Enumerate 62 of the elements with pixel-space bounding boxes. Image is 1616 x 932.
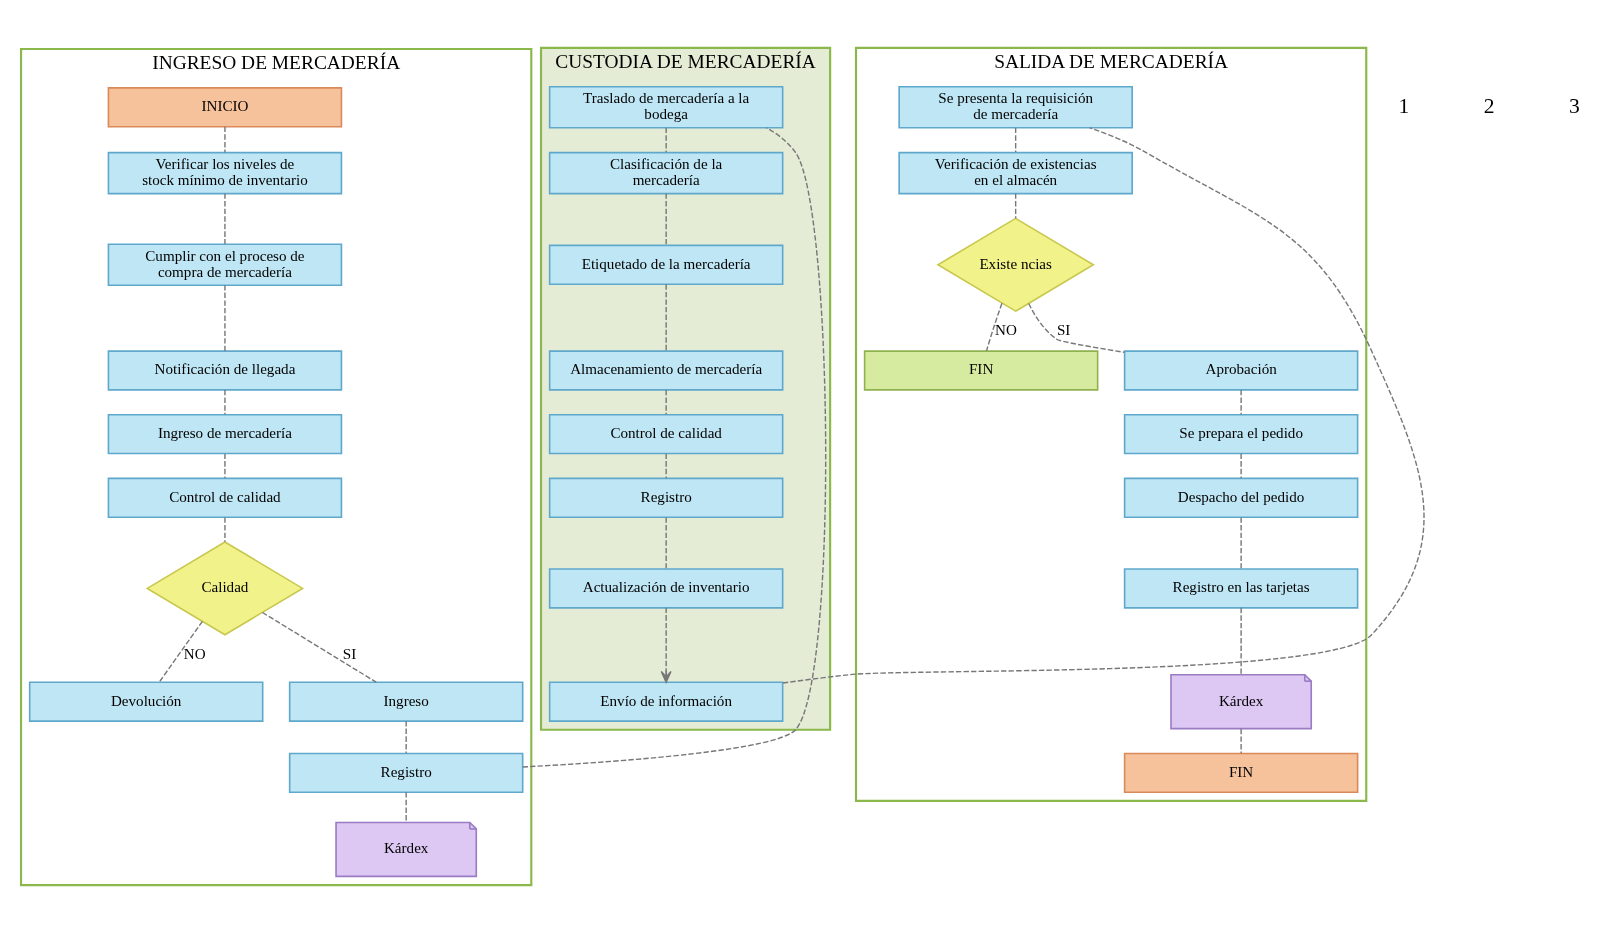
node-diamond: Existe ncias (936, 216, 1095, 312)
label: 3 (1569, 93, 1580, 118)
node-box: Ingreso (288, 680, 524, 722)
edge-label: NO (183, 645, 206, 662)
connector (1240, 606, 1242, 675)
node-box: Clasificación de la mercadería (548, 151, 784, 194)
node-box: Traslado de mercadería a la bodega (548, 85, 784, 129)
node-box: Aprobación (1123, 349, 1359, 391)
node-box: Registro (288, 752, 524, 793)
label: 2 (1483, 93, 1495, 118)
label: 1 (1398, 93, 1410, 118)
node-box: Registro en las tarjetas (1123, 567, 1359, 609)
node-box: Se prepara el pedido (1123, 413, 1359, 454)
connector (405, 720, 407, 754)
node-box: Registro (548, 477, 784, 518)
connector (261, 611, 377, 683)
node-box: Devolución (28, 680, 264, 722)
node-box: Actualización de inventario (548, 567, 784, 609)
connector (158, 620, 204, 683)
node-box: Cumplir con el proceso de compra de mercadería (107, 242, 343, 286)
connector (665, 388, 667, 415)
node-box: Se presenta la requisición de mercadería (898, 85, 1133, 129)
connector (1240, 516, 1242, 570)
node-box: FIN (863, 349, 1099, 391)
node-box: Verificación de existencias en el almacén (898, 151, 1133, 194)
connector (1028, 302, 1126, 353)
node-box: INICIO (107, 86, 343, 127)
edge-label: SI (342, 645, 357, 662)
node-box: Despacho del pedido (1123, 477, 1359, 518)
connector (522, 126, 827, 768)
node-box: Control de calidad (548, 413, 784, 454)
node-box: Almacenamiento de mercadería (548, 349, 784, 391)
connector (782, 126, 1425, 684)
connector (224, 284, 226, 352)
node-box: Envío de información (548, 680, 784, 722)
node-box: Etiquetado de la mercadería (548, 244, 784, 285)
connector (1014, 126, 1017, 153)
node-diamond: Calidad (145, 540, 305, 636)
connector (1240, 452, 1242, 479)
node-box: Notificación de llegada (107, 349, 343, 391)
connector (405, 791, 407, 823)
connector (1014, 192, 1017, 219)
connector (665, 452, 667, 479)
edge-label: SI (1056, 321, 1071, 338)
connector (1240, 727, 1242, 754)
connector (224, 192, 226, 245)
connector (985, 302, 1003, 352)
connector (224, 388, 226, 415)
connector (224, 452, 226, 479)
arrow (660, 606, 672, 683)
connector (1240, 388, 1242, 415)
connector (665, 126, 667, 153)
connector (224, 516, 226, 542)
node-box: Ingreso de mercadería (107, 413, 343, 454)
connector (665, 192, 667, 246)
node-box: Control de calidad (107, 477, 343, 518)
node-box: FIN (1123, 752, 1359, 793)
connector (665, 283, 667, 352)
connector (224, 125, 226, 153)
node-box: Verificar los niveles de stock mínimo de inventario (107, 151, 343, 194)
edge-label: NO (995, 321, 1017, 338)
connector (665, 516, 667, 570)
